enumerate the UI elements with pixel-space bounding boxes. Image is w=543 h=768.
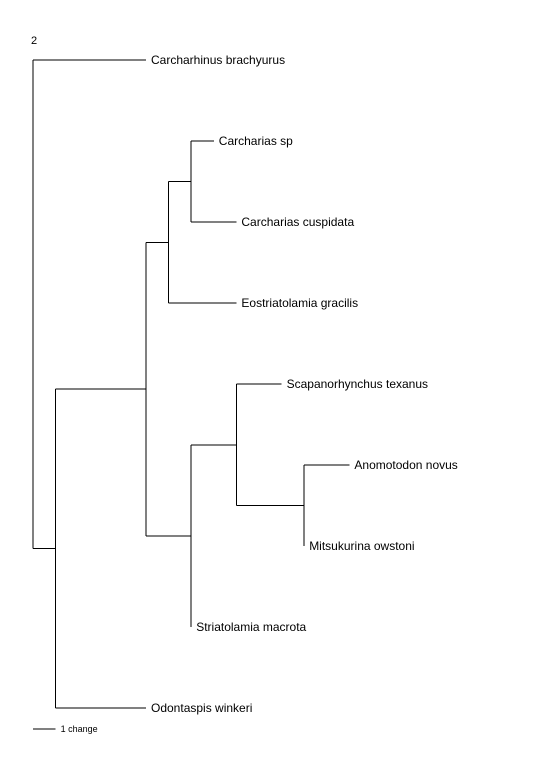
tree-number: 2 <box>31 35 37 47</box>
taxon-label-carcharias-cuspidata: Carcharias cuspidata <box>241 215 354 229</box>
taxon-label-anomotodon-novus: Anomotodon novus <box>354 458 457 472</box>
taxon-label-carcharias-sp: Carcharias sp <box>219 134 293 148</box>
taxon-label-odontaspis-winkeri: Odontaspis winkeri <box>151 701 252 715</box>
taxon-label-striatolamia-macrota: Striatolamia macrota <box>196 620 306 634</box>
taxon-label-eostriatolamia-gracilis: Eostriatolamia gracilis <box>241 296 358 310</box>
taxon-label-mitsukurina-owstoni: Mitsukurina owstoni <box>309 539 414 553</box>
scale-bar: 1 change <box>33 724 98 734</box>
taxon-label-carcharhinus-brachyurus: Carcharhinus brachyurus <box>151 53 285 67</box>
taxon-label-scapanorhynchus-texanus: Scapanorhynchus texanus <box>287 377 428 391</box>
scale-bar-label: 1 change <box>61 724 98 734</box>
tree-branches <box>32 59 350 709</box>
